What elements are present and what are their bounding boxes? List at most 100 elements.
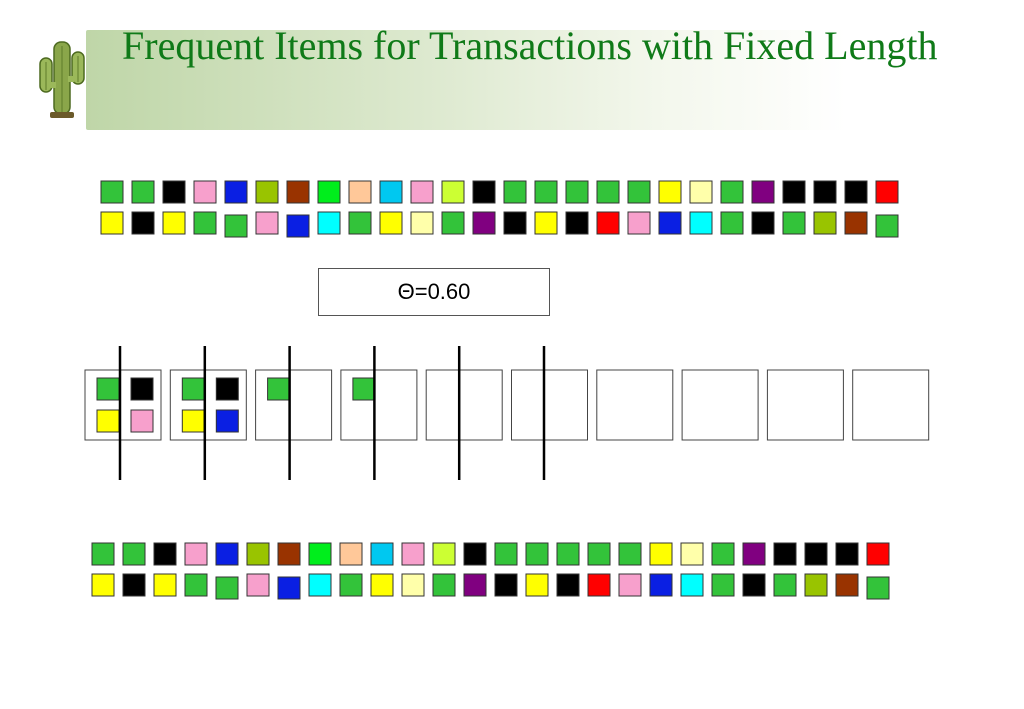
bottom-item-square [804, 573, 828, 597]
top-item-square [441, 180, 465, 204]
bottom-item-square [835, 573, 859, 597]
top-item-square [255, 211, 279, 235]
top-item-square [317, 180, 341, 204]
bottom-item-square [122, 573, 146, 597]
top-item-square [596, 180, 620, 204]
bottom-item-square [680, 542, 704, 566]
top-item-square [503, 180, 527, 204]
top-item-square [844, 211, 868, 235]
top-item-square [751, 180, 775, 204]
top-item-square [596, 211, 620, 235]
bottom-item-square [556, 542, 580, 566]
bottom-item-square [711, 573, 735, 597]
bottom-item-square [246, 542, 270, 566]
top-item-square [658, 180, 682, 204]
top-item-square [813, 211, 837, 235]
top-item-square [565, 211, 589, 235]
bin-item-square [96, 377, 120, 401]
bin-item-square [130, 409, 154, 433]
bottom-item-square [432, 573, 456, 597]
bottom-item-square [184, 542, 208, 566]
bin-box [766, 369, 844, 441]
bin-box [511, 369, 588, 441]
top-item-square [100, 211, 124, 235]
bottom-item-square [339, 573, 363, 597]
top-item-square [441, 211, 465, 235]
bin-item-square [352, 377, 376, 401]
top-item-square [875, 214, 899, 238]
top-item-square [193, 211, 217, 235]
bin-box [852, 369, 930, 441]
top-item-square [720, 180, 744, 204]
bottom-item-square [122, 542, 146, 566]
top-item-square [472, 211, 496, 235]
bottom-item-square [153, 573, 177, 597]
top-item-square [255, 180, 279, 204]
bottom-item-square [866, 542, 890, 566]
bottom-item-square [246, 573, 270, 597]
bottom-item-square [308, 573, 332, 597]
bottom-item-square [587, 542, 611, 566]
bin-item-square [181, 377, 205, 401]
top-item-square [472, 180, 496, 204]
bottom-item-square [215, 576, 239, 600]
bottom-item-square [649, 542, 673, 566]
top-item-square [193, 180, 217, 204]
top-item-square [627, 211, 651, 235]
bottom-item-square [773, 573, 797, 597]
bottom-item-square [804, 542, 828, 566]
bottom-item-square [432, 542, 456, 566]
bottom-item-square [463, 542, 487, 566]
bottom-item-square [370, 573, 394, 597]
bin-box [255, 369, 333, 441]
bottom-item-square [494, 573, 518, 597]
top-item-square [379, 211, 403, 235]
bin-item-square [215, 377, 239, 401]
bottom-item-square [525, 573, 549, 597]
bottom-item-square [339, 542, 363, 566]
bottom-item-square [370, 542, 394, 566]
bin-box [681, 369, 759, 441]
bottom-item-square [184, 573, 208, 597]
bin-item-square [267, 377, 291, 401]
top-item-square [875, 180, 899, 204]
bin-box [340, 369, 418, 441]
top-item-square [410, 211, 434, 235]
bottom-item-square [91, 542, 115, 566]
bottom-item-square [618, 573, 642, 597]
top-item-square [503, 211, 527, 235]
title-background-band [86, 30, 846, 130]
bottom-item-square [711, 542, 735, 566]
top-item-square [348, 180, 372, 204]
bin-item-square [96, 409, 120, 433]
top-item-square [720, 211, 744, 235]
bottom-item-square [742, 542, 766, 566]
top-item-square [317, 211, 341, 235]
top-item-square [751, 211, 775, 235]
bottom-item-square [556, 573, 580, 597]
top-item-square [410, 180, 434, 204]
top-item-square [286, 214, 310, 238]
bottom-item-square [215, 542, 239, 566]
bottom-item-square [463, 573, 487, 597]
bottom-item-square [618, 542, 642, 566]
bin-box [425, 369, 503, 441]
top-item-square [224, 214, 248, 238]
threshold-box: Θ=0.60 [318, 268, 550, 316]
bottom-item-square [680, 573, 704, 597]
top-item-square [565, 180, 589, 204]
bottom-item-square [277, 542, 301, 566]
top-item-square [286, 180, 310, 204]
bottom-item-square [153, 542, 177, 566]
bottom-item-square [525, 542, 549, 566]
top-item-square [844, 180, 868, 204]
top-item-square [534, 211, 558, 235]
bin-item-square [215, 409, 239, 433]
bin-item-square [130, 377, 154, 401]
top-item-square [689, 211, 713, 235]
threshold-label: Θ=0.60 [397, 279, 471, 304]
bottom-item-square [494, 542, 518, 566]
bottom-item-square [587, 573, 611, 597]
bin-box [596, 369, 674, 441]
